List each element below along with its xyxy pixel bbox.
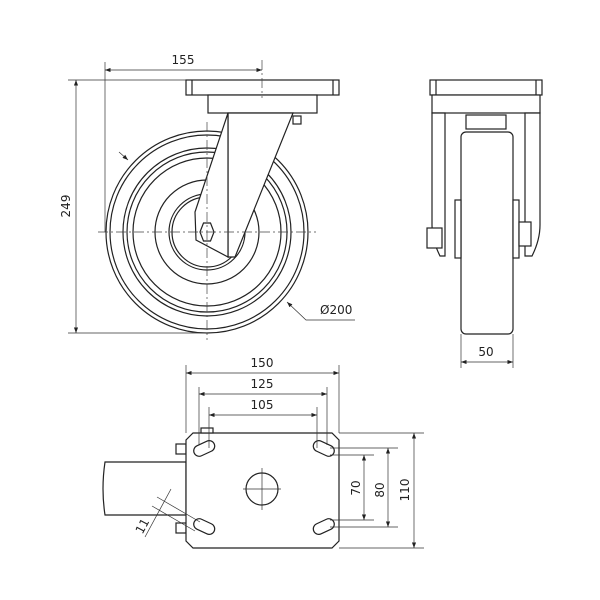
dim-105: 105 [251,398,274,412]
side-view: 50 [426,79,543,368]
dim-150: 150 [251,356,274,370]
fork-right [524,112,541,257]
mounting-slots [193,440,335,535]
dim-70: 70 [349,480,363,495]
dim-110: 110 [398,479,412,502]
stem [102,461,187,516]
front-view: 155 249 Ø200 [59,53,355,340]
fork-leg [227,112,294,258]
top-plate [185,79,340,96]
dim-155: 155 [172,53,195,67]
dim-80: 80 [373,482,387,497]
fork-side [194,112,229,258]
dim-50: 50 [478,345,493,359]
bottom-view: 150 125 105 110 80 70 11 [102,356,424,549]
dim-249: 249 [59,195,73,218]
dim-diameter-200: Ø200 [320,303,352,317]
mounting-plate [185,432,340,549]
side-wheel [460,131,514,335]
dim-125: 125 [251,377,274,391]
dim-11: 11 [133,516,153,536]
side-axle-nut [426,227,443,249]
grease-nipple [292,115,302,125]
swivel-head [207,94,318,114]
kingpin-nut [465,114,507,130]
